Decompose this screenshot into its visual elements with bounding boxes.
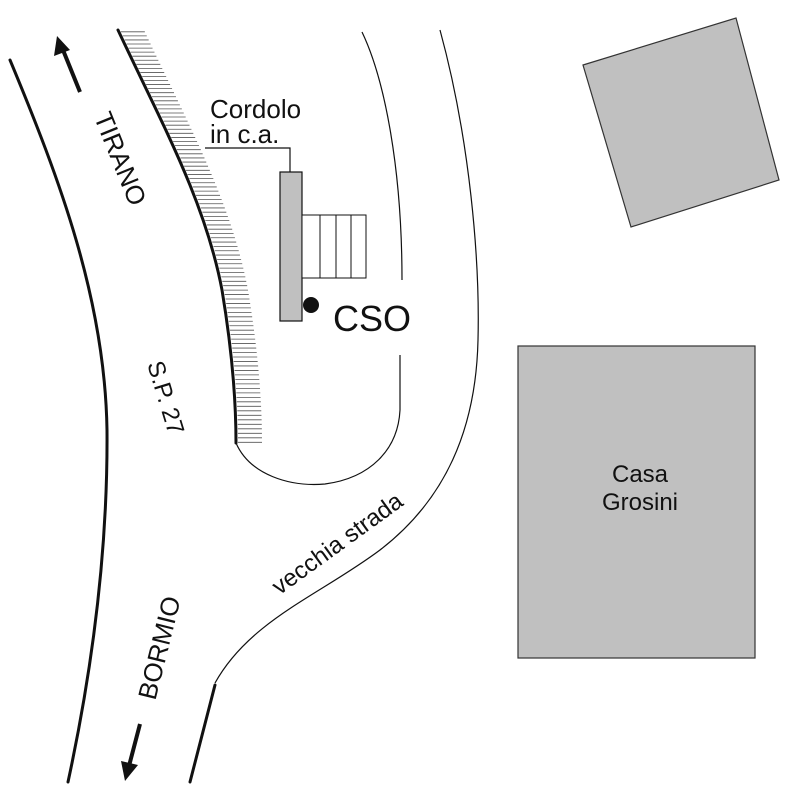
road-right-edge-embankment: [116, 28, 238, 445]
cso-point-marker: [303, 297, 319, 313]
stairs: [301, 214, 367, 279]
bormio-label: BORMIO: [132, 593, 187, 703]
road-left-edge: [8, 58, 109, 784]
embankment-hatching: [120, 31, 262, 443]
cordolo-leader-line: [205, 147, 291, 172]
cordolo-curb: [279, 171, 303, 322]
building-casa-grosini: [517, 345, 756, 659]
house-label-line1: Casa: [612, 461, 669, 488]
old-road-inner-edge-upper: [361, 31, 403, 281]
cordolo-label-line1: Cordolo: [210, 94, 301, 124]
cso-label: CSO: [333, 298, 411, 339]
road-right-edge-lower: [188, 683, 217, 784]
old-road-inner-edge-loop: [235, 355, 401, 486]
building-northeast: [582, 17, 780, 228]
road-name-label: S.P. 27: [141, 358, 189, 438]
tirano-arrow: [54, 36, 82, 93]
cordolo-label-line2: in c.a.: [210, 119, 279, 149]
house-label-line2: Grosini: [602, 489, 678, 516]
bormio-arrow: [121, 723, 142, 781]
tirano-label: TIRANO: [88, 107, 153, 209]
old-road-outer-edge: [214, 29, 479, 684]
